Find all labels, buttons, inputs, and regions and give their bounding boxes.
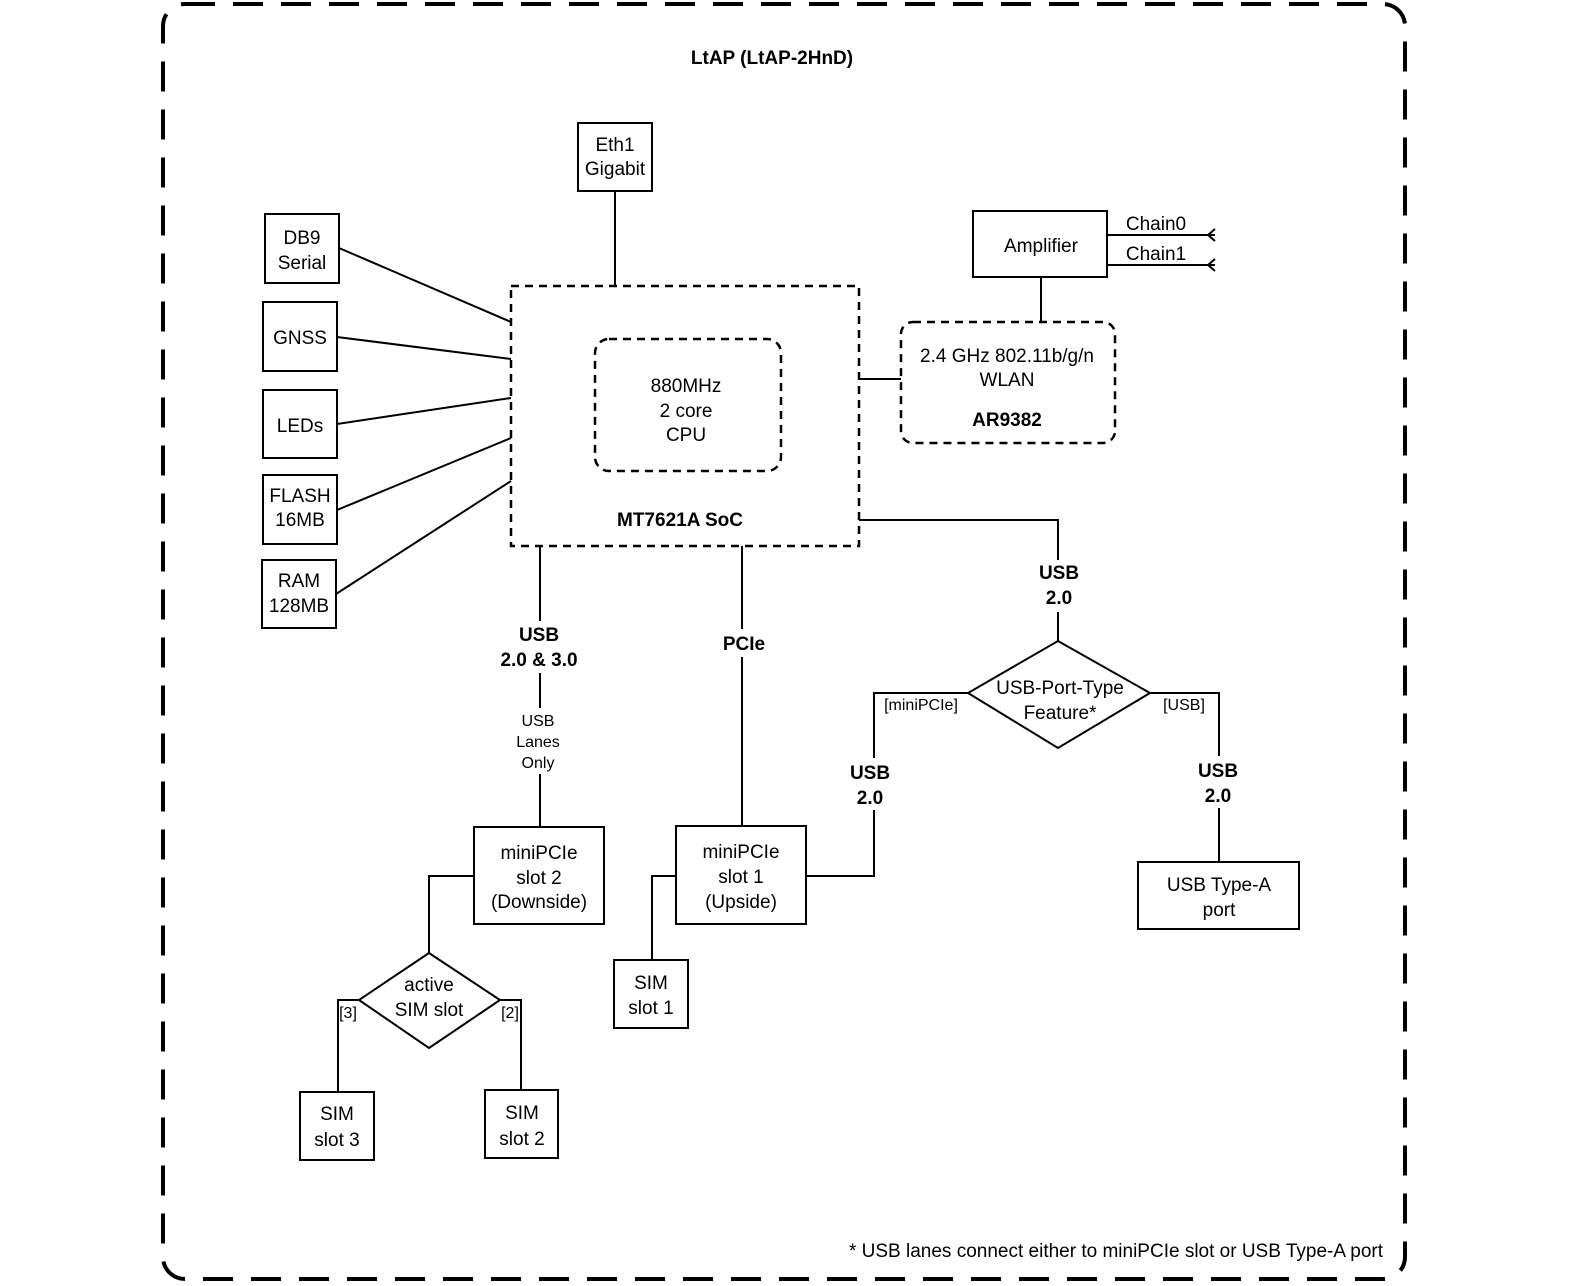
connectors (335, 191, 1220, 1092)
chain1-label: Chain1 (1126, 244, 1186, 265)
sim-slot3-block: SIM slot 3 (299, 1091, 375, 1161)
sim-select-line1: active (404, 975, 454, 996)
eth1-block: Eth1 Gigabit (577, 122, 653, 192)
eth1-label: Eth1 (595, 135, 634, 156)
usb-soc-version: 2.0 (1046, 588, 1072, 609)
chain0-label: Chain0 (1126, 214, 1186, 235)
gnss-block: GNSS (262, 301, 338, 372)
wlan-block: 2.4 GHz 802.11b/g/n WLAN AR9382 (899, 320, 1117, 445)
sim-slot1-block: SIM slot 1 (613, 959, 689, 1029)
diagram-title: LtAP (LtAP-2HnD) (691, 48, 853, 69)
slot1-side: (Upside) (705, 892, 777, 913)
slot2-label: miniPCIe (500, 843, 577, 864)
gnss-label: GNSS (273, 328, 327, 349)
usb-minipcie-version: 2.0 (857, 788, 883, 809)
outer-frame (161, 2, 1407, 1281)
wlan-standard: 2.4 GHz 802.11b/g/n (920, 346, 1094, 367)
port-type-line2: Feature* (1024, 703, 1097, 724)
minipcie-slot2-block: miniPCIe slot 2 (Downside) (473, 826, 605, 925)
amplifier-label: Amplifier (1004, 236, 1079, 257)
slot1-number: slot 1 (718, 867, 763, 888)
usb-minipcie-label: USB (850, 763, 890, 784)
minipcie-slot1-block: miniPCIe slot 1 (Upside) (675, 825, 807, 925)
sim-slot1-number: slot 1 (628, 998, 673, 1019)
sim-slot1-label: SIM (634, 973, 668, 994)
usb-lanes-line2: Lanes (516, 734, 560, 751)
cpu-frequency: 880MHz (651, 376, 722, 397)
cpu-cores: 2 core (660, 401, 713, 422)
pcie-label: PCIe (723, 634, 765, 655)
port-type-line1: USB-Port-Type (996, 678, 1124, 699)
slot2-number: slot 2 (516, 868, 561, 889)
wlan-chip: AR9382 (972, 410, 1042, 431)
usb-lanes-line1: USB (522, 713, 555, 730)
usb-port-type-decision: USB-Port-Type Feature* [miniPCIe] [USB] (884, 639, 1205, 750)
amplifier-block: Amplifier Chain0 Chain1 (972, 210, 1186, 278)
soc-name: MT7621A SoC (617, 510, 743, 531)
slot1-label: miniPCIe (702, 842, 779, 863)
leds-block: LEDs (262, 389, 338, 459)
cpu-label: CPU (666, 425, 706, 446)
usb-typea-port-block: USB Type-A port (1137, 861, 1300, 930)
ram-size: 128MB (269, 596, 329, 617)
usb23-label: USB (519, 625, 559, 646)
flash-label: FLASH (269, 486, 330, 507)
db9-serial-block: DB9 Serial (264, 213, 340, 284)
usb-typea-version: 2.0 (1205, 786, 1231, 807)
sim-slot2-number: slot 2 (499, 1129, 544, 1150)
usb-typea-port-label: USB Type-A (1167, 875, 1272, 896)
db9-sublabel: Serial (278, 253, 327, 274)
sim-slot3-label: SIM (320, 1104, 354, 1125)
db9-label: DB9 (284, 228, 321, 249)
soc-block: 880MHz 2 core CPU MT7621A SoC (509, 284, 861, 548)
usb-soc-label: USB (1039, 563, 1079, 584)
flash-block: FLASH 16MB (262, 474, 338, 545)
usb-lanes-line3: Only (522, 755, 555, 772)
footnote: * USB lanes connect either to miniPCIe s… (849, 1241, 1384, 1262)
sim-select-line2: SIM slot (395, 1000, 464, 1021)
usb-typea-port-sublabel: port (1203, 900, 1236, 921)
sim-select-left-label: [3] (339, 1005, 357, 1022)
ram-block: RAM 128MB (261, 559, 337, 629)
ram-label: RAM (278, 571, 320, 592)
usb-typea-label: USB (1198, 761, 1238, 782)
port-type-left-label: [miniPCIe] (884, 697, 958, 714)
sim-slot2-label: SIM (505, 1103, 539, 1124)
port-type-right-label: [USB] (1163, 697, 1205, 714)
wlan-label: WLAN (980, 370, 1035, 391)
usb23-version: 2.0 & 3.0 (500, 650, 577, 671)
sim-select-right-label: [2] (501, 1005, 519, 1022)
slot2-side: (Downside) (491, 892, 587, 913)
leds-label: LEDs (277, 416, 323, 437)
sim-select-decision: active SIM slot [3] [2] (339, 951, 519, 1050)
sim-slot2-block: SIM slot 2 (484, 1089, 559, 1159)
eth1-speed: Gigabit (585, 159, 646, 180)
flash-size: 16MB (275, 510, 325, 531)
sim-slot3-number: slot 3 (314, 1130, 359, 1151)
